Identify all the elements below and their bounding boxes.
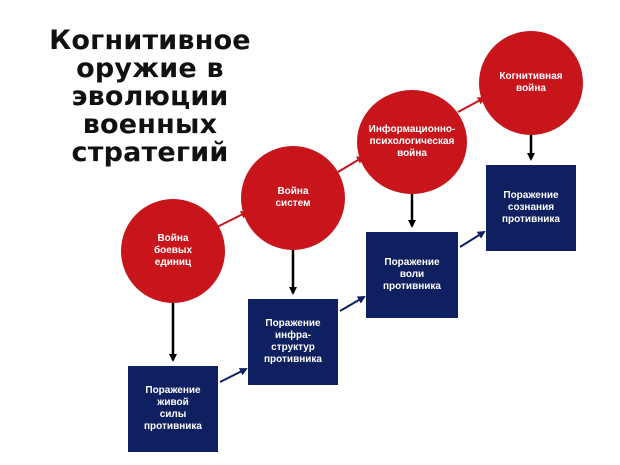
stage-2-box-line: инфра- [275,330,311,341]
title-line-4: военных [82,109,218,140]
arrow-circle-3-to-circle-4 [457,97,486,113]
title-line-1: Когнитивное [49,25,251,56]
stage-1-box-line: Поражение [145,385,201,396]
arrow-box-3-to-box-4 [459,230,486,248]
stage-2-circle-line: Война [277,186,309,197]
arrow-circle-2-to-circle-3 [337,155,365,173]
stage-1-box-line: силы [159,409,187,420]
stage-4-circle-line: Когнитивная [499,71,563,82]
stage-4-box: Поражение сознания противника [486,165,576,251]
arrow-circle-1-to-circle-2 [214,211,249,229]
stage-4-box-line: противника [502,214,560,225]
stage-1-circle: Война боевых единиц [121,199,225,303]
arrow-box-1-to-box-2 [219,368,248,383]
stage-3-box-line: противника [383,281,441,292]
stage-2-box-line: структур [271,342,315,353]
stage-2-circle-line: систем [275,198,311,209]
stage-4-box-line: сознания [507,202,555,213]
diagram-title: Когнитивное оружие в эволюции военных ст… [20,27,280,167]
stage-4-circle-line: война [516,83,546,94]
title-line-5: стратегий [71,137,229,168]
stage-1-box-line: живой [157,397,189,408]
stage-2-box: Поражение инфра- структур противника [248,299,338,385]
stage-3-circle: Информационно- психологическая война [357,90,467,194]
stage-2-box-line: Поражение [265,318,321,329]
stage-1-box-line: противника [144,421,202,432]
title-line-2: оружие в [76,53,224,84]
stage-2-box-line: противника [264,354,322,365]
stage-3-box-line: Поражение [384,257,440,268]
stage-3-circle-line: война [397,148,427,159]
title-line-3: эволюции [71,81,229,112]
stage-2-circle: Война систем [241,146,345,250]
stage-3-circle-line: психологическая [369,136,455,147]
stage-1-box: Поражение живой силы противника [128,366,218,452]
stage-3-box: Поражение воли противника [366,232,458,318]
arrow-box-2-to-box-3 [339,295,366,312]
stage-4-circle: Когнитивная война [479,31,583,135]
stage-4-box-line: Поражение [503,190,559,201]
stage-1-circle-line: боевых [153,245,193,256]
stage-1-circle-line: Война [157,233,189,244]
stage-1-circle-line: единиц [154,257,192,268]
stage-3-box-line: воли [399,269,425,280]
stage-3-circle-line: Информационно- [368,124,456,135]
